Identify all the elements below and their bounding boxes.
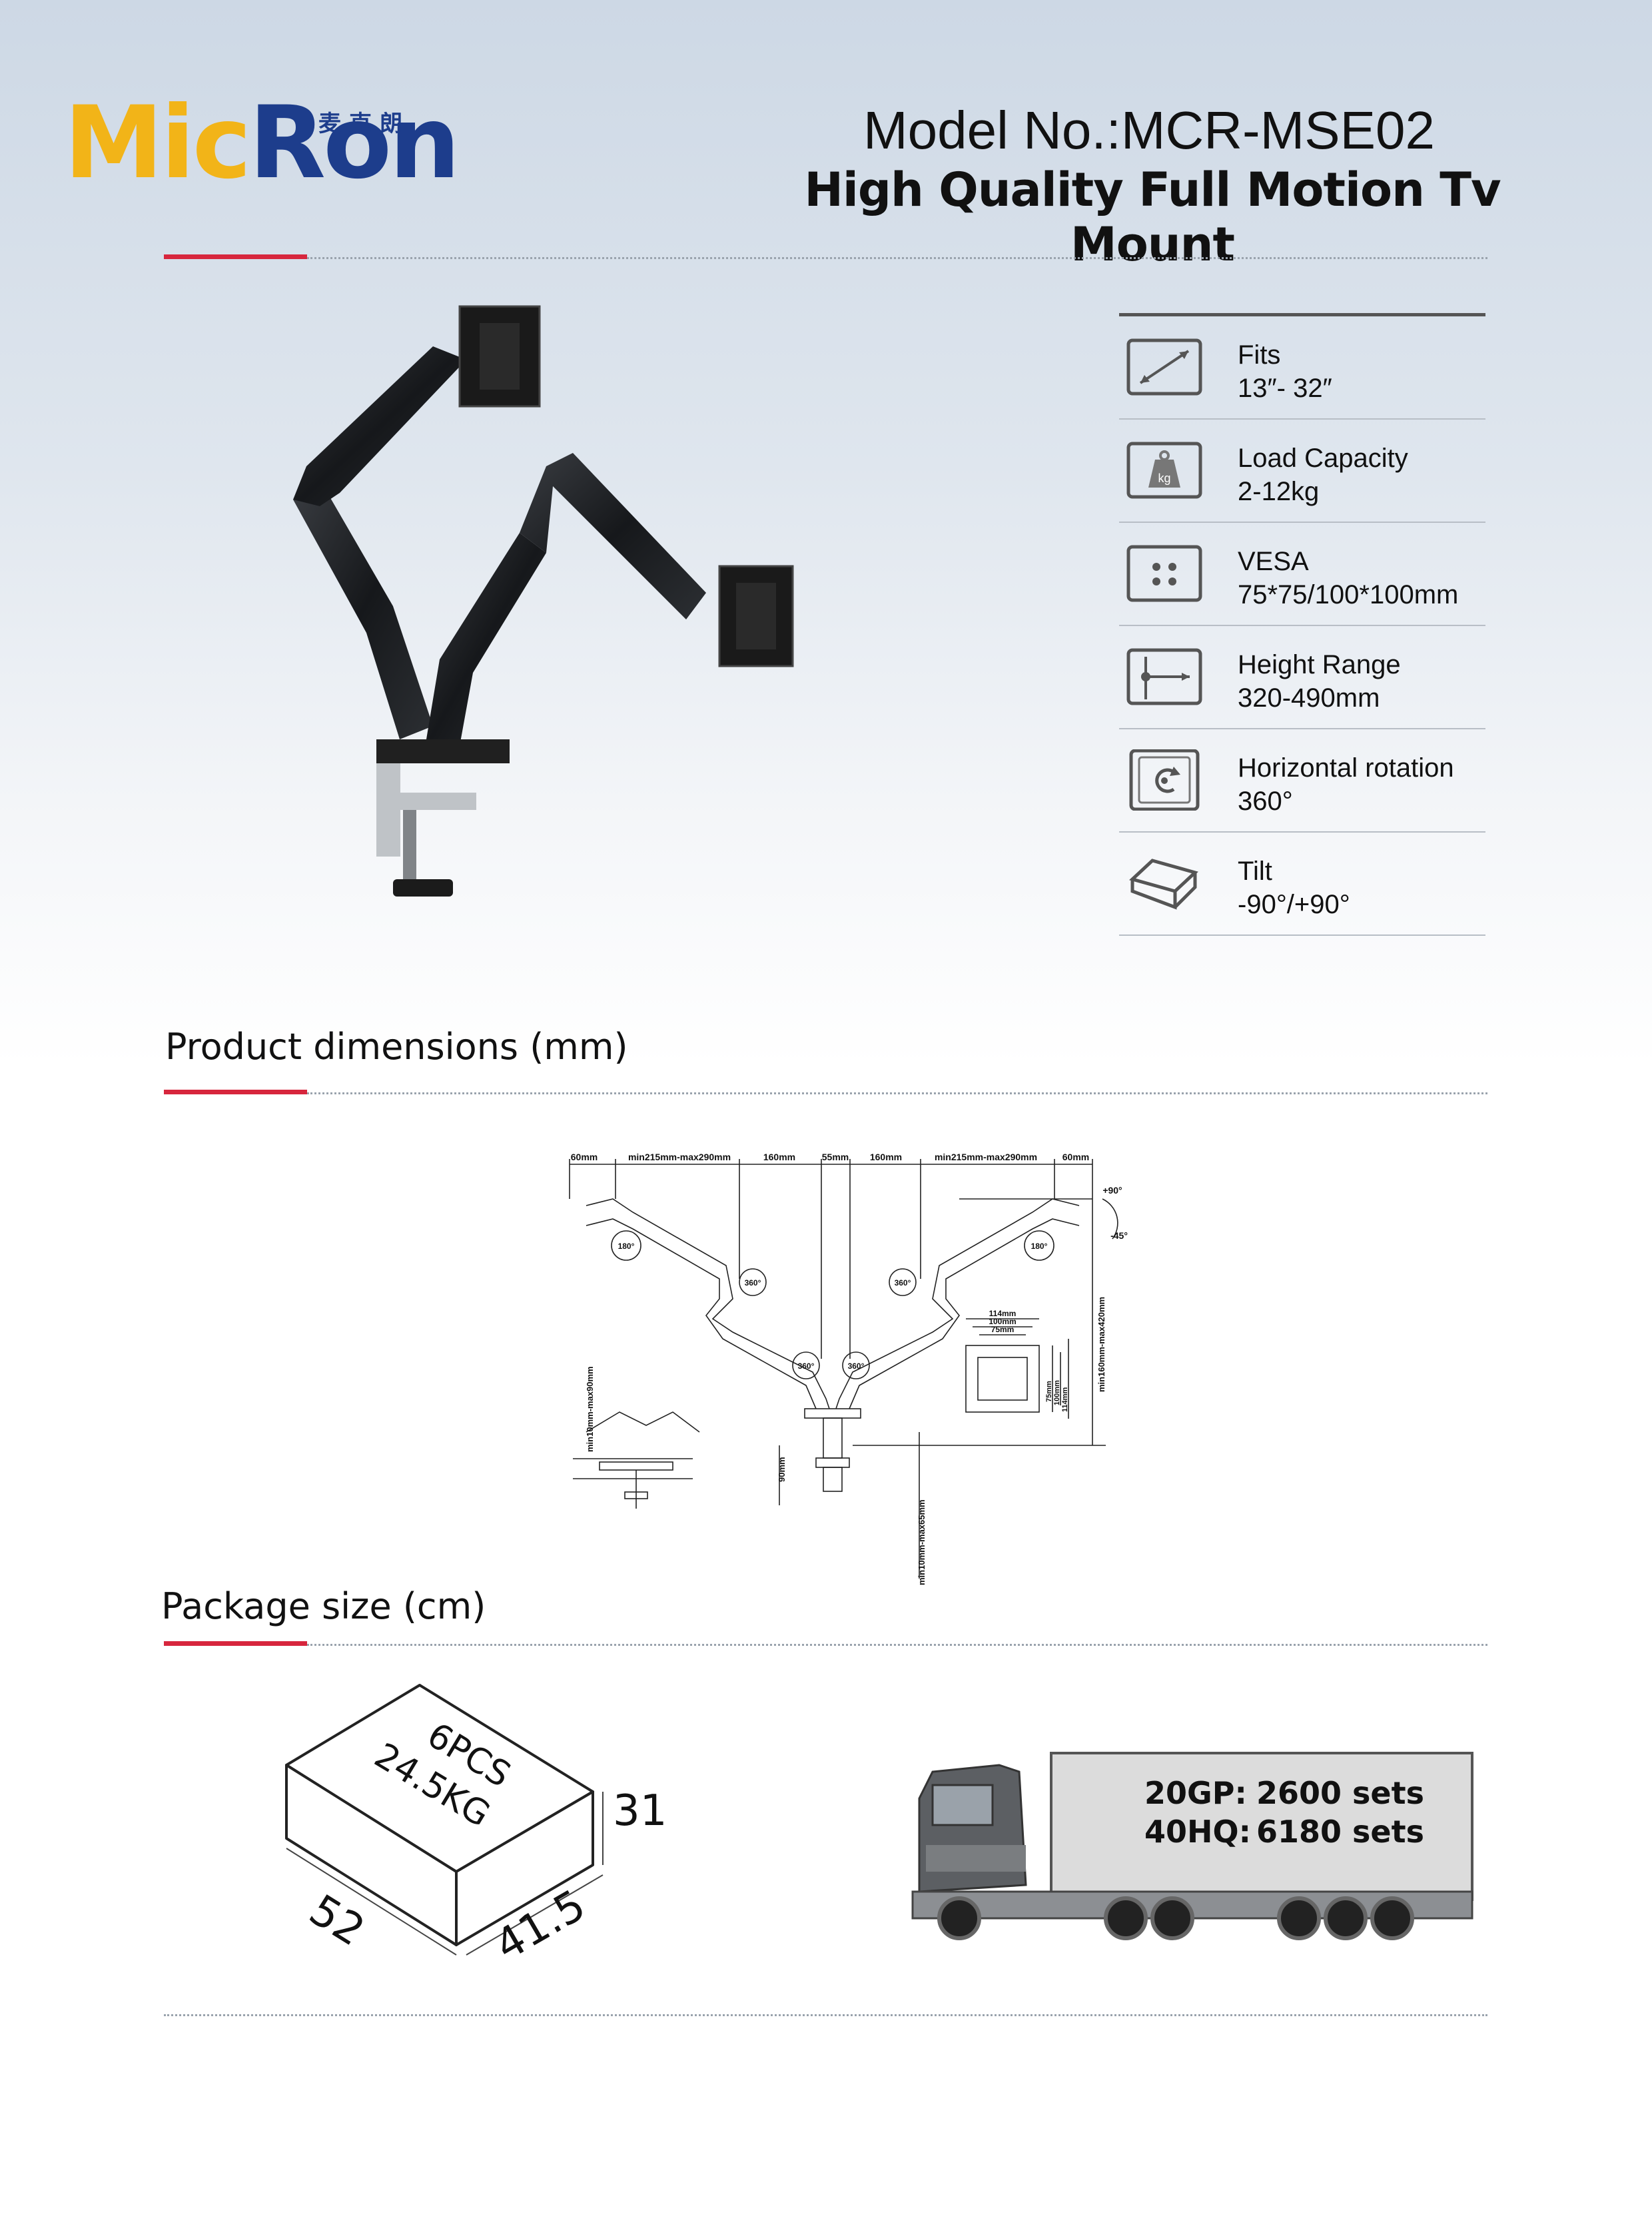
- spec-label: Fits: [1238, 340, 1281, 370]
- vesa-side-label: 75mm: [1045, 1381, 1053, 1402]
- tilt-minus-label: -45°: [1110, 1230, 1128, 1241]
- vesa-side-label: 114mm: [1061, 1387, 1069, 1412]
- package-box-diagram: 6PCS 24.5KG 31 52 41.5: [285, 1684, 667, 1971]
- package-divider: [307, 1644, 1487, 1646]
- spec-label: Load Capacity: [1238, 444, 1408, 473]
- spec-row-tilt: Tilt -90°/+90°: [1119, 833, 1485, 936]
- product-photo-dual-arm: [293, 305, 794, 897]
- dimensions-accent-bar: [164, 1090, 307, 1094]
- spec-row-height-range: Height Range 320-490mm: [1119, 626, 1485, 729]
- tilt-icon: [1129, 859, 1198, 910]
- shipping-quantity: 6180 sets: [1256, 1814, 1424, 1850]
- rotation-360: 360°: [895, 1278, 911, 1288]
- dim-label: 60mm: [1062, 1152, 1089, 1162]
- height-range-label: min160mm-max420mm: [1096, 1297, 1106, 1392]
- rotation-360: 360°: [798, 1361, 815, 1371]
- dim-label: min215mm-max290mm: [628, 1152, 731, 1162]
- spec-label: Horizontal rotation: [1238, 753, 1454, 783]
- base-height-label: 90mm: [777, 1457, 787, 1482]
- spec-label: Tilt: [1238, 857, 1272, 886]
- section-title-package: Package size (cm): [161, 1585, 486, 1627]
- package-height: 31: [613, 1786, 667, 1836]
- dimension-drawing: 60mm min215mm-max290mm 160mm 55mm 160mm …: [569, 1152, 1128, 1585]
- footer-divider: [164, 2014, 1487, 2016]
- package-accent-bar: [164, 1641, 307, 1646]
- spec-label: Height Range: [1238, 650, 1401, 679]
- dimensions-divider: [307, 1092, 1487, 1094]
- rotation-180-right: 180°: [1031, 1242, 1048, 1251]
- rotation-icon: [1129, 749, 1200, 811]
- truck-illustration: [911, 1752, 1473, 1940]
- dim-label: 160mm: [870, 1152, 902, 1162]
- vesa-side-label: 100mm: [1053, 1380, 1061, 1405]
- clamp-range-label: min10mm-max90mm: [585, 1366, 595, 1452]
- logo-chinese-text: 麦克朗: [318, 111, 410, 137]
- spec-value: 13″- 32″: [1238, 374, 1332, 403]
- logo-text-yellow: Mic: [64, 85, 252, 201]
- shipping-container-label: 40HQ:: [1144, 1814, 1252, 1850]
- logo-text-blue: Ron: [248, 85, 460, 201]
- spec-value: 320-490mm: [1238, 683, 1380, 713]
- tilt-plus-label: +90°: [1102, 1185, 1122, 1196]
- vesa-label: 100mm: [989, 1317, 1016, 1326]
- brand-logo: MicRon: [64, 93, 460, 193]
- diagonal-size-icon: [1126, 338, 1202, 396]
- dim-label: 60mm: [571, 1152, 598, 1162]
- spec-row-load-capacity: kg Load Capacity 2-12kg: [1119, 420, 1485, 523]
- shipping-container-label: 20GP:: [1144, 1775, 1247, 1811]
- model-number: Model No.:MCR-MSE02: [863, 101, 1435, 160]
- spec-row-fits: Fits 13″- 32″: [1119, 316, 1485, 420]
- spec-value: 2-12kg: [1238, 477, 1320, 506]
- weight-kg-icon: kg: [1126, 442, 1202, 499]
- header-accent-bar: [164, 254, 307, 259]
- spec-value: -90°/+90°: [1238, 890, 1350, 919]
- vesa-label: 114mm: [989, 1309, 1017, 1318]
- spec-row-vesa: VESA 75*75/100*100mm: [1119, 523, 1485, 626]
- rotation-360: 360°: [848, 1361, 865, 1371]
- header-divider: [307, 257, 1487, 259]
- spec-value: 75*75/100*100mm: [1238, 580, 1459, 609]
- weight-icon-text: kg: [1158, 472, 1170, 485]
- dim-label: 55mm: [822, 1152, 849, 1162]
- vesa-label: 75mm: [991, 1325, 1015, 1334]
- section-title-dimensions: Product dimensions (mm): [165, 1026, 628, 1068]
- spec-label: VESA: [1238, 547, 1309, 576]
- dim-label: 160mm: [763, 1152, 795, 1162]
- height-range-icon: [1126, 648, 1202, 705]
- spec-row-horizontal-rotation: Horizontal rotation 360°: [1119, 729, 1485, 833]
- spec-value: 360°: [1238, 787, 1293, 816]
- specs-top-rule: [1119, 313, 1485, 316]
- rotation-360: 360°: [745, 1278, 761, 1288]
- dim-label: min215mm-max290mm: [935, 1152, 1037, 1162]
- product-subtitle: High Quality Full Motion Tv Mount: [804, 163, 1501, 272]
- shipping-quantity: 2600 sets: [1256, 1775, 1424, 1811]
- clamp-bottom-label: min10mm-max65mm: [917, 1499, 927, 1585]
- rotation-180-left: 180°: [618, 1242, 635, 1251]
- vesa-holes-icon: [1126, 545, 1202, 602]
